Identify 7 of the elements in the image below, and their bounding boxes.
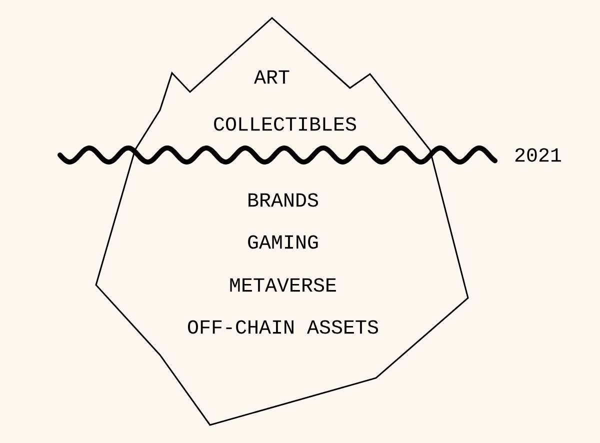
label: 2021 — [515, 148, 562, 162]
label: METAVERSE — [230, 278, 336, 292]
label: GAMING — [248, 235, 318, 249]
label: OFF-CHAIN ASSETS — [188, 320, 378, 334]
label: ART — [254, 70, 290, 84]
label: BRANDS — [248, 193, 318, 207]
label: COLLECTIBLES — [214, 117, 356, 131]
